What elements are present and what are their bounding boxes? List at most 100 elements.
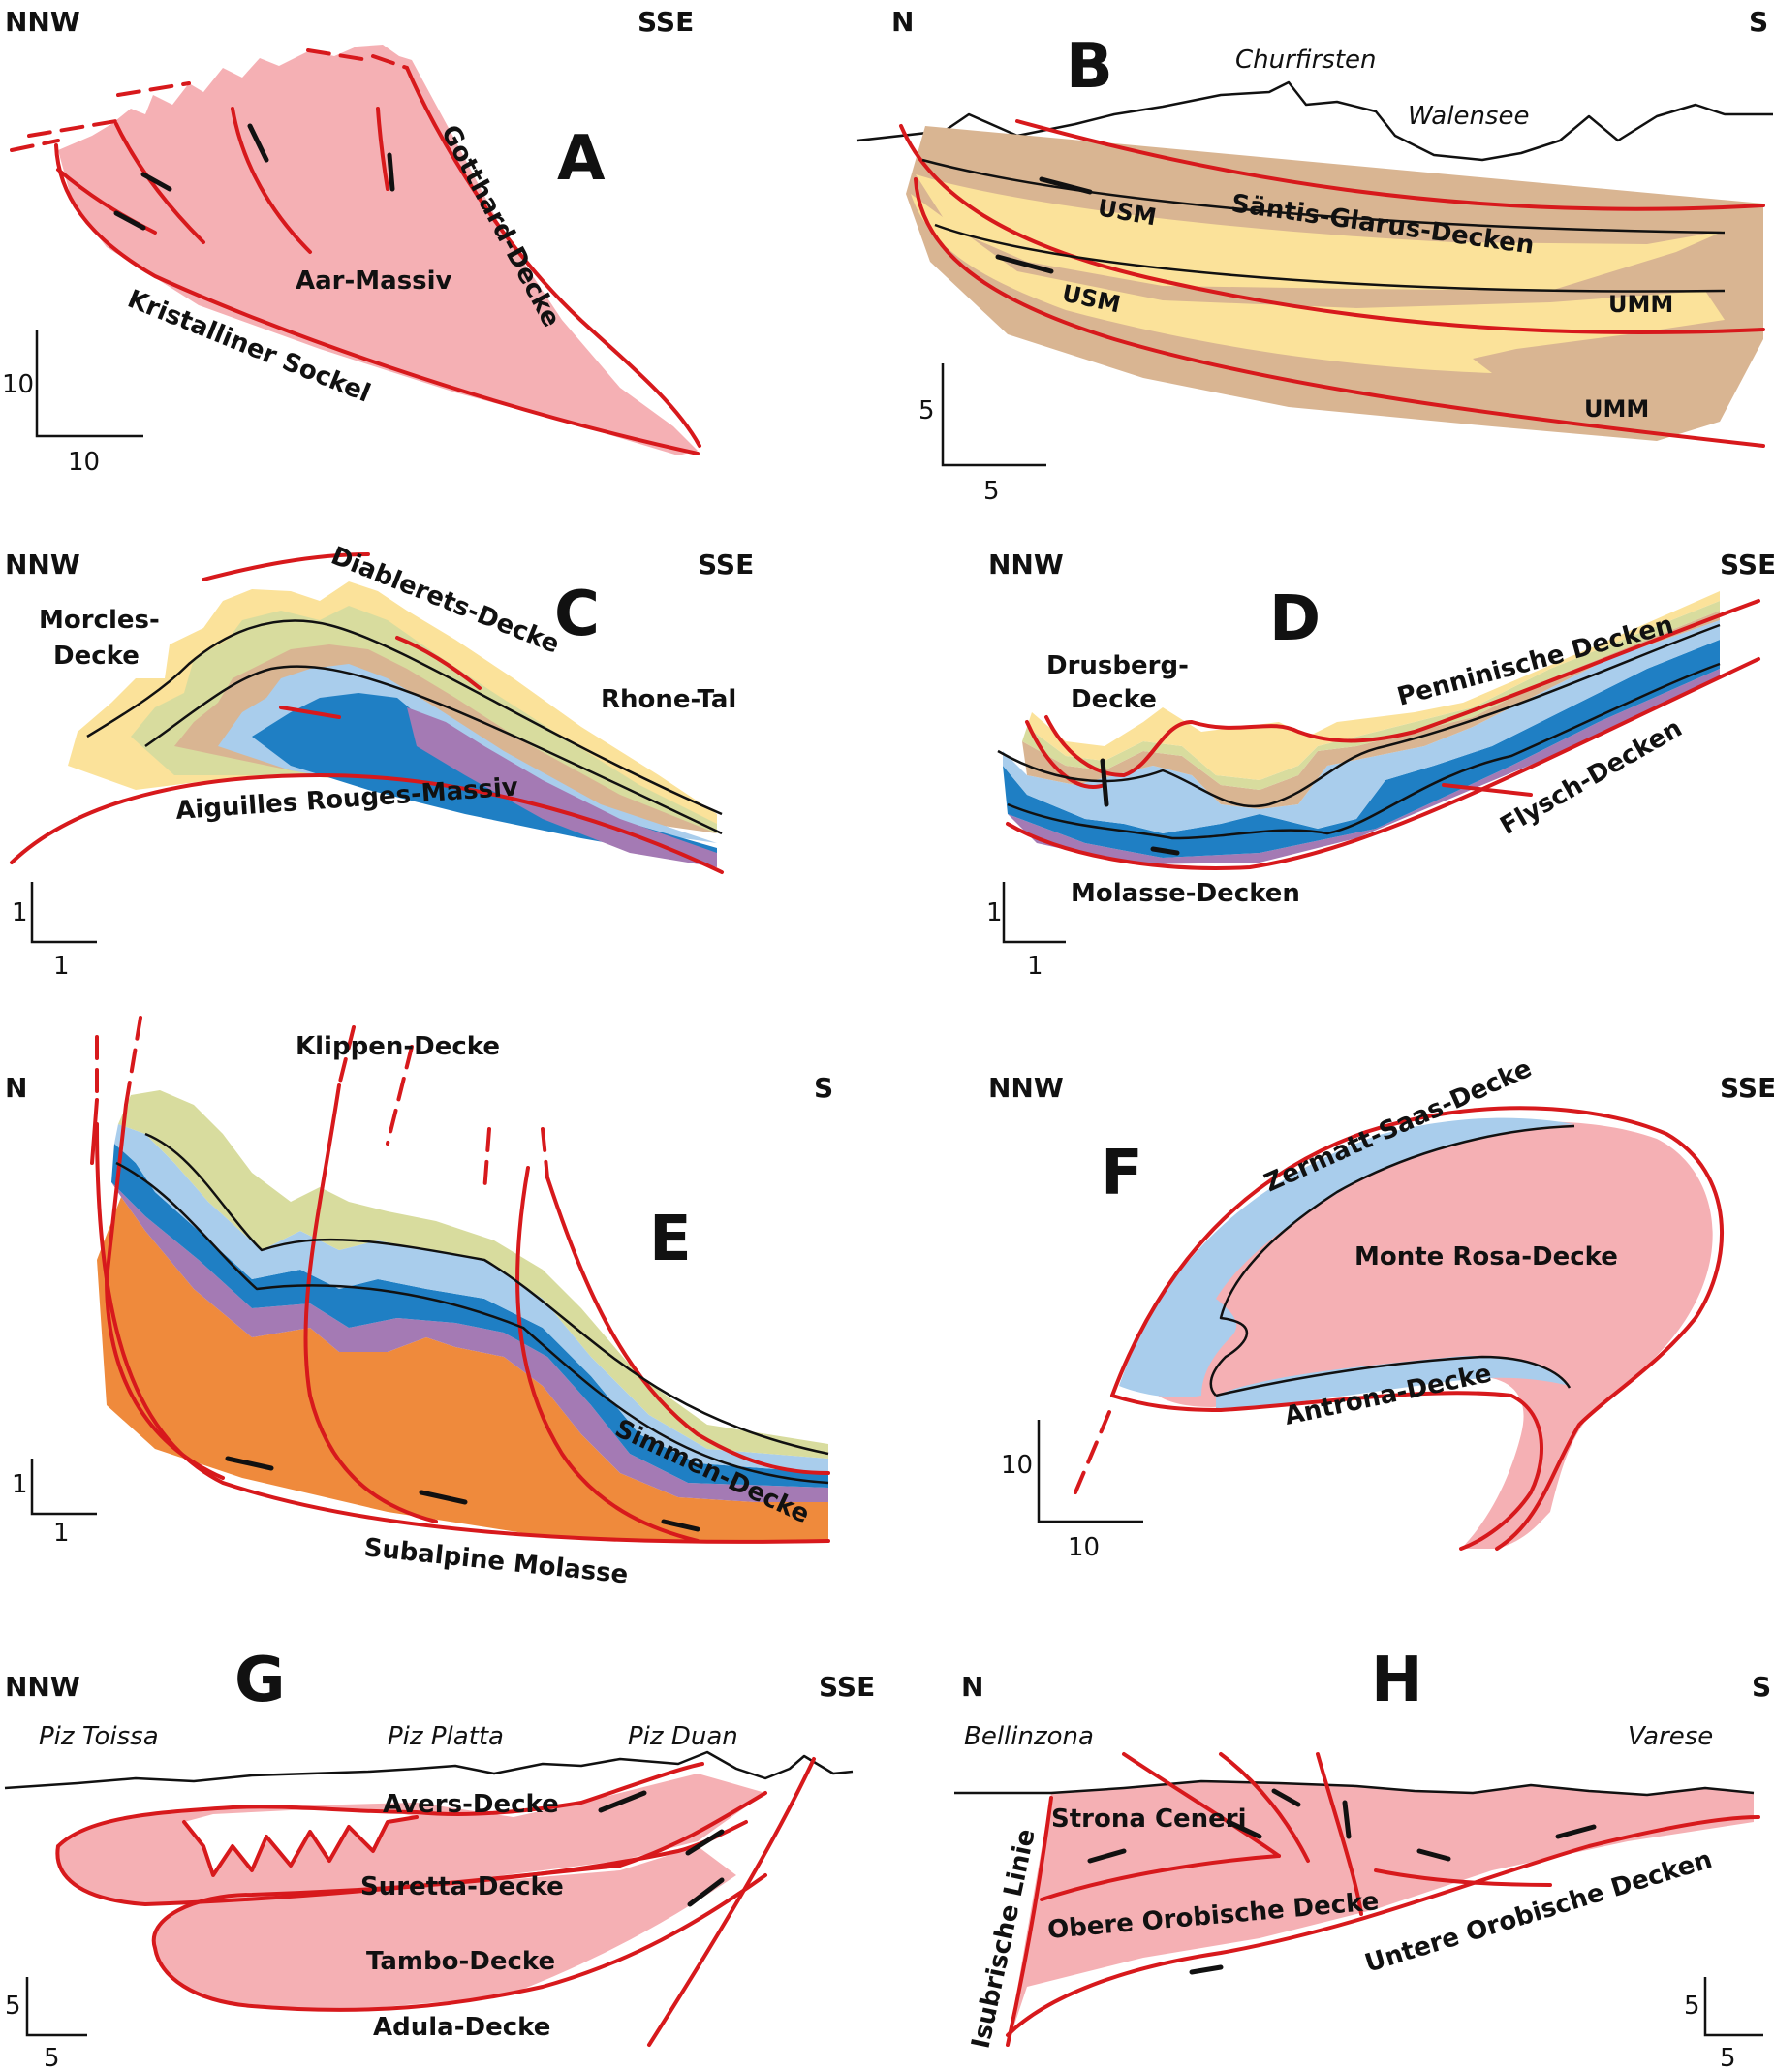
panel-c-scale-bar [30,882,97,944]
drusberg-label-1: Drusberg- [1046,651,1189,680]
panel-a: NNW SSE Aar-Massiv Kristalliner Sockel G… [2,6,701,477]
panel-e-arrow-2 [419,1490,468,1505]
panel-b-arrow-1 [1039,176,1093,195]
panel-h-fault-3 [1316,1752,1363,1916]
panel-a-arrow-4 [387,152,395,192]
panel-a-scale-h: 10 [68,448,100,477]
panel-c-dir-right: SSE [698,549,754,581]
panel-g-scale-h: 5 [44,2044,60,2072]
morcles-label-1: Morcles- [39,606,160,635]
panel-d-scale-v: 1 [986,898,1003,927]
umm-label-2: UMM [1584,395,1649,423]
varese-label: Varese [1628,1722,1713,1751]
panel-a-arrow-1 [113,210,146,231]
panel-b-scale-bar [941,363,1046,467]
panel-e-thrust-projected-3 [337,1025,356,1087]
panel-d-scale-bar [1002,882,1066,944]
panel-e-arrow-3 [661,1519,700,1532]
panel-d-flysch-fault [1442,783,1533,797]
panel-d-dir-right: SSE [1720,549,1774,581]
panel-h-fault-2 [1219,1752,1310,1863]
avers-decke-label: Avers-Decke [383,1790,559,1819]
panel-d-purple [1008,669,1720,864]
bellinzona-label: Bellinzona [964,1722,1094,1751]
panel-d-top-fault [1044,599,1760,777]
panel-g-scale-bar [25,1977,87,2037]
panel-e-blue [111,1144,828,1488]
churfirsten-label: Churfirsten [1235,46,1377,75]
panel-f-contact-zermatt [1209,1124,1575,1397]
panel-h-arrow-3 [1271,1788,1301,1807]
panel-e-green [118,1090,828,1459]
panel-b-topography [856,80,1773,162]
panel-a-dir-right: SSE [638,6,694,38]
panel-e-arrow-1 [225,1456,274,1471]
panel-e-scale-h: 1 [53,1519,70,1548]
panel-d-arrow-2 [1150,846,1180,856]
panel-d-contact-2 [1007,662,1721,840]
panel-b-arrow-2 [995,254,1054,274]
panel-e-contact-1 [144,1132,829,1456]
panel-h-scale-bar [1703,1977,1763,2037]
panel-b-fault-upper [899,124,1765,334]
panel-a-arrow-2 [140,172,172,192]
panel-h-dir-right: S [1752,1671,1771,1703]
piz-toissa-label: Piz Toissa [39,1722,159,1751]
panel-d-scale-h: 1 [1027,952,1043,981]
panel-a-dir-left: NNW [5,6,80,38]
panel-e-scale-v: 1 [12,1470,28,1499]
panel-e-purple-line [111,1182,828,1502]
panel-f: NNW SSE Zermatt-Saas-Decke Monte Rosa-De… [988,1054,1774,1562]
panel-h-letter: H [1371,1645,1423,1716]
panel-f-dir-left: NNW [988,1072,1064,1104]
panel-d-yellow [1027,591,1720,780]
panel-d-blue [1003,640,1720,858]
panel-b: N S Churfirsten Walensee Säntis-Glarus-D… [856,6,1773,506]
panel-c-diablerets-fault [395,636,482,690]
panel-h-basal-fault [1006,1815,1760,2037]
panel-b-fault-top [1015,119,1765,211]
panel-g-arrow-1 [598,1790,647,1813]
aar-massiv-body [58,45,698,455]
panel-h-scale-v: 5 [1684,1992,1700,2021]
gotthard-fault [405,66,701,448]
rhone-tal-label: Rhone-Tal [601,685,736,714]
panel-g-dir-left: NNW [5,1671,80,1703]
panel-a-thrust-3 [231,107,312,254]
panel-f-scale-h: 10 [1068,1533,1100,1562]
panel-a-thrust-4 [376,107,389,191]
panel-c-inner-fault [279,706,341,719]
panel-h-arrow-4 [1342,1800,1352,1839]
panel-e-dir-right: S [814,1072,833,1104]
panel-h: N S H Bellinzona Varese Strona Ceneri Ob… [954,1645,1771,2072]
panel-a-thrust-3-projected [116,81,191,97]
panel-h-body [1008,1781,1754,2045]
subalpine-molasse-label: Subalpine Molasse [362,1533,629,1589]
panel-a-scale-v: 10 [2,370,34,399]
piz-platta-label: Piz Platta [388,1722,504,1751]
panel-g-main-fault [647,1757,816,2047]
panel-e-letter: E [649,1204,692,1275]
panel-c-basal-fault [10,773,724,874]
tambo-decke-label: Tambo-Decke [366,1947,555,1976]
panel-d-drusberg-fault [1025,720,1106,789]
panel-e-top-fault [545,1176,830,1475]
drusberg-label-2: Decke [1071,685,1157,714]
panel-f-contact-antrona [1215,1355,1572,1397]
panel-f-letter: F [1101,1138,1143,1209]
panel-b-scale-v: 5 [918,396,935,425]
panel-h-topography [954,1779,1755,1797]
panel-g-scale-v: 5 [5,1992,21,2021]
panel-e-thrust-projected-6 [541,1127,549,1179]
panel-b-dir-right: S [1749,6,1768,38]
panel-e-orange [97,1197,828,1541]
panel-h-scale-h: 5 [1720,2044,1736,2072]
panel-e-thrust-3 [515,1166,700,1543]
panel-a-thrust-4-projected [306,48,370,62]
panel-g-dir-right: SSE [819,1671,875,1703]
panel-f-inner-fault [1110,1391,1544,1551]
panel-h-arrow-5 [1416,1848,1451,1862]
panel-e: N S Klippen-Decke Simmen-Decke Subalpine… [5,1016,833,1590]
panel-d-contact-1 [997,623,1721,808]
